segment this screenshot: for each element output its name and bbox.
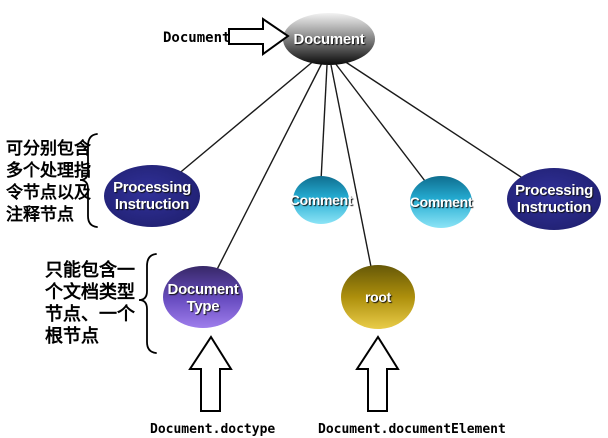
document-type-shape (163, 266, 243, 328)
document-node-shape (283, 13, 375, 65)
up-arrow-document-element-icon (355, 335, 400, 412)
edge-to-root (330, 64, 378, 298)
edge-to-pi-right (340, 58, 557, 201)
comment-left-node: Comment (290, 176, 353, 224)
annotation-group2-line4: 根节点 (45, 325, 99, 347)
processing-instruction-right-shape (507, 168, 601, 230)
root-label: root (365, 289, 392, 305)
up-arrow-doctype-icon (188, 335, 233, 412)
processing-instruction-right-label-line1: Processing (515, 182, 593, 199)
annotation-group2: 只能包含一 个文档类型 节点、一个 根节点 (44, 253, 157, 354)
brace-group2 (138, 253, 157, 354)
annotation-group2-line1: 只能包含一 (45, 259, 135, 281)
processing-instruction-left-label-line1: Processing (113, 179, 191, 196)
annotation-group1-line4: 注释节点 (6, 204, 74, 225)
annotation-group1: 可分别包含 多个处理指 令节点以及 注释节点 (6, 133, 98, 228)
annotation-group2-line2: 个文档类型 (44, 281, 135, 303)
processing-instruction-left-label-line2: Instruction (115, 196, 189, 213)
brace-group1 (79, 133, 98, 228)
document-node-label: Document (294, 31, 365, 48)
annotation-group1-line2: 多个处理指 (6, 160, 91, 181)
document-pointer-label: Document (163, 30, 230, 46)
edge-to-doctype (202, 62, 323, 298)
annotation-group1-line3: 令节点以及 (6, 182, 92, 203)
root-node: root (341, 265, 415, 329)
edge-to-comment-right (334, 62, 442, 203)
caption-doctype: Document.doctype (150, 422, 275, 437)
document-type-label-line2: Type (187, 298, 220, 315)
processing-instruction-right-label-line2: Instruction (517, 199, 591, 216)
caption-document-element: Document.documentElement (318, 422, 506, 437)
comment-left-shape (293, 176, 349, 224)
comment-right-label: Comment (410, 194, 473, 210)
processing-instruction-left-shape (104, 165, 200, 227)
processing-instruction-right-node: Processing Instruction (507, 168, 601, 230)
comment-right-node: Comment (410, 176, 473, 228)
document-type-label-line1: Document (168, 281, 239, 298)
annotation-group2-line3: 节点、一个 (45, 303, 136, 325)
comment-left-label: Comment (290, 192, 353, 208)
processing-instruction-left-node: Processing Instruction (104, 165, 200, 227)
tree-edges (151, 58, 557, 298)
document-type-node: Document Type (163, 266, 243, 328)
comment-right-shape (410, 176, 472, 228)
right-arrow-icon (228, 17, 290, 56)
annotation-group1-line1: 可分别包含 (6, 138, 92, 159)
document-node: Document (283, 13, 375, 65)
root-shape (341, 265, 415, 329)
